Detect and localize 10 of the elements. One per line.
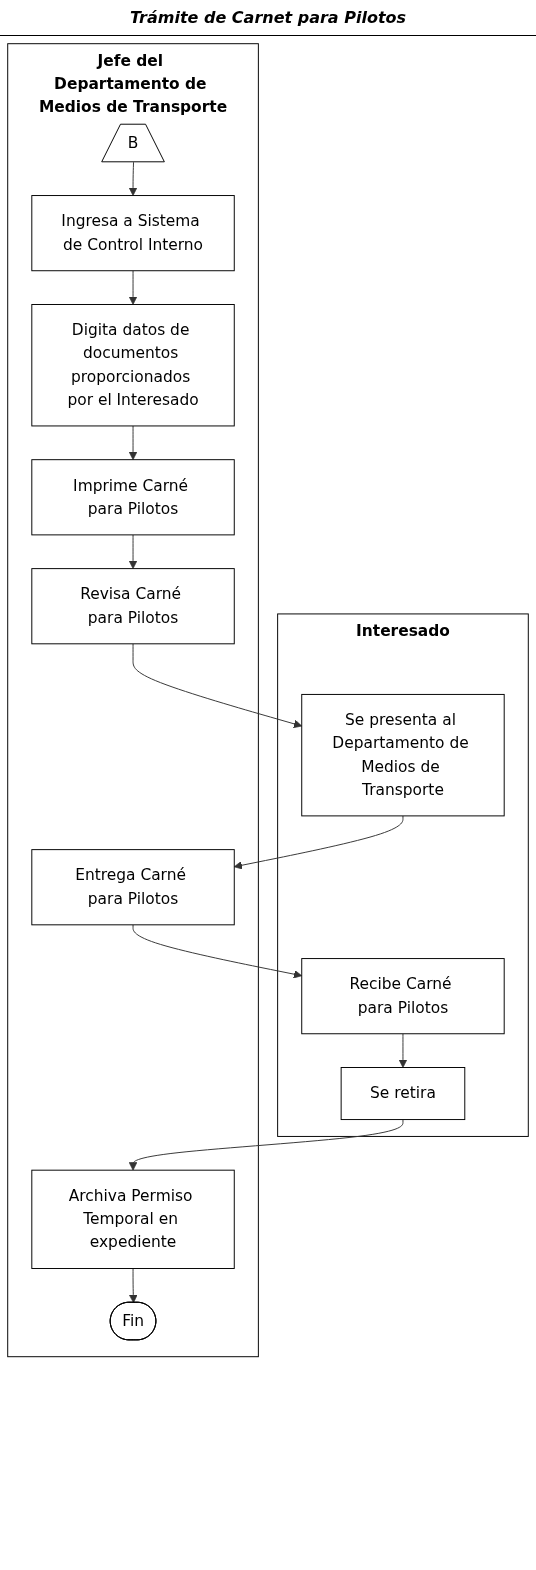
node-box: Se retira (340, 1067, 466, 1121)
node-box: Ingresa a Sistema de Control Interno (31, 195, 235, 272)
node-box: Se presenta al Departamento de Medios de Transporte (301, 693, 505, 817)
node-box: Recibe Carné para Pilotos (301, 958, 505, 1035)
node-box: Revisa Carné para Pilotos (31, 568, 235, 645)
node-box: Entrega Carné para Pilotos (31, 849, 235, 926)
diagram-title: Trámite de Carnet para Pilotos (0, 0, 536, 36)
node-box: Archiva Permiso Temporal en expediente (31, 1169, 235, 1269)
node-box: Digita datos de documentos proporcionados por el Interesado (31, 304, 235, 427)
node-box: Imprime Carné para Pilotos (31, 459, 235, 536)
